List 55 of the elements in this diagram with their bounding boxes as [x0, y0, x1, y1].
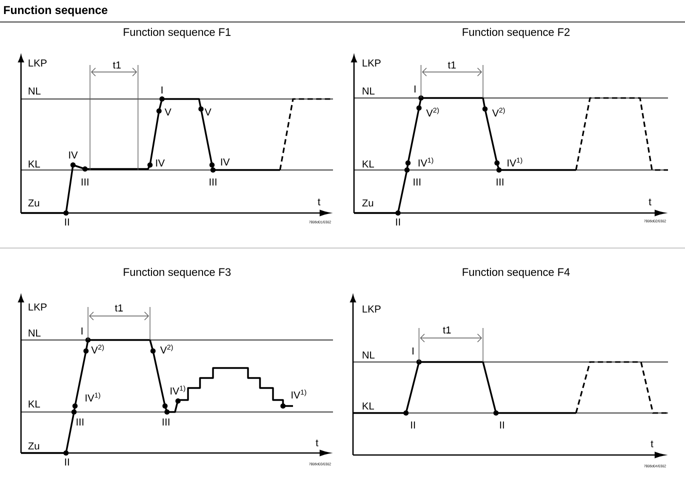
- point-label: III: [76, 418, 84, 426]
- dimension-label: t1: [112, 61, 121, 69]
- point-label: IV$^{1)}$: [292, 390, 306, 398]
- point-label: IV$^{1)}$: [418, 158, 434, 166]
- point-label: III: [496, 178, 504, 186]
- level-label: NL: [28, 88, 41, 94]
- axis-label: t: [316, 440, 318, 446]
- dimension-label: t1: [442, 326, 451, 334]
- level-label: NL: [362, 352, 375, 358]
- point-label: V$^{2)}$: [492, 108, 505, 116]
- point-label: II: [65, 458, 69, 466]
- level-label: KL: [362, 160, 374, 168]
- level-label: NL: [28, 330, 41, 336]
- point-label: IV: [156, 160, 165, 166]
- panel-title: Function sequence F3: [124, 268, 231, 278]
- dimension-label: t1: [448, 61, 456, 69]
- point-label: III: [414, 178, 420, 186]
- point-label: IV$^{1)}$: [508, 158, 522, 166]
- level-label: Zu: [28, 199, 40, 207]
- level-label: KL: [28, 160, 40, 168]
- panel-title: Function sequence F2: [462, 28, 570, 38]
- axis-label: LKP: [362, 60, 381, 66]
- axis-label: t: [318, 198, 320, 206]
- level-label: KL: [28, 400, 40, 408]
- dimension-label: t1: [114, 304, 123, 312]
- level-label: Zu: [28, 442, 40, 450]
- point-label: V: [164, 108, 172, 116]
- axis-label: LKP: [362, 306, 381, 312]
- point-label: IV$^{1)}$: [170, 386, 186, 394]
- axis-label: LKP: [28, 304, 47, 310]
- title: Function sequence: [4, 6, 108, 16]
- point-label: II: [396, 218, 400, 226]
- axis-label: t: [650, 440, 654, 448]
- point-label: I: [412, 348, 414, 354]
- point-label: II: [411, 422, 415, 428]
- axis-label: LKP: [28, 60, 47, 66]
- point-label: IV$^{1)}$: [86, 392, 100, 402]
- panel-title: Function sequence F4: [462, 268, 570, 278]
- point-label: V$^{2)}$: [426, 108, 439, 116]
- axis-label: t: [648, 198, 652, 206]
- point-label: II: [65, 218, 69, 226]
- point-label: V: [204, 108, 212, 116]
- level-label: NL: [362, 88, 375, 94]
- point-label: III: [162, 418, 170, 426]
- level-label: KL: [362, 402, 374, 410]
- point-label: III: [210, 178, 216, 186]
- point-label: V$^{2)}$: [91, 344, 104, 354]
- point-label: III: [82, 178, 88, 186]
- point-label: IV: [69, 152, 78, 158]
- point-label: II: [500, 422, 504, 428]
- level-label: Zu: [362, 199, 374, 207]
- point-label: V$^{2)}$: [160, 344, 173, 354]
- point-label: I: [414, 86, 416, 92]
- point-label: IV: [221, 158, 230, 166]
- panel-title: Function sequence F1: [124, 28, 231, 38]
